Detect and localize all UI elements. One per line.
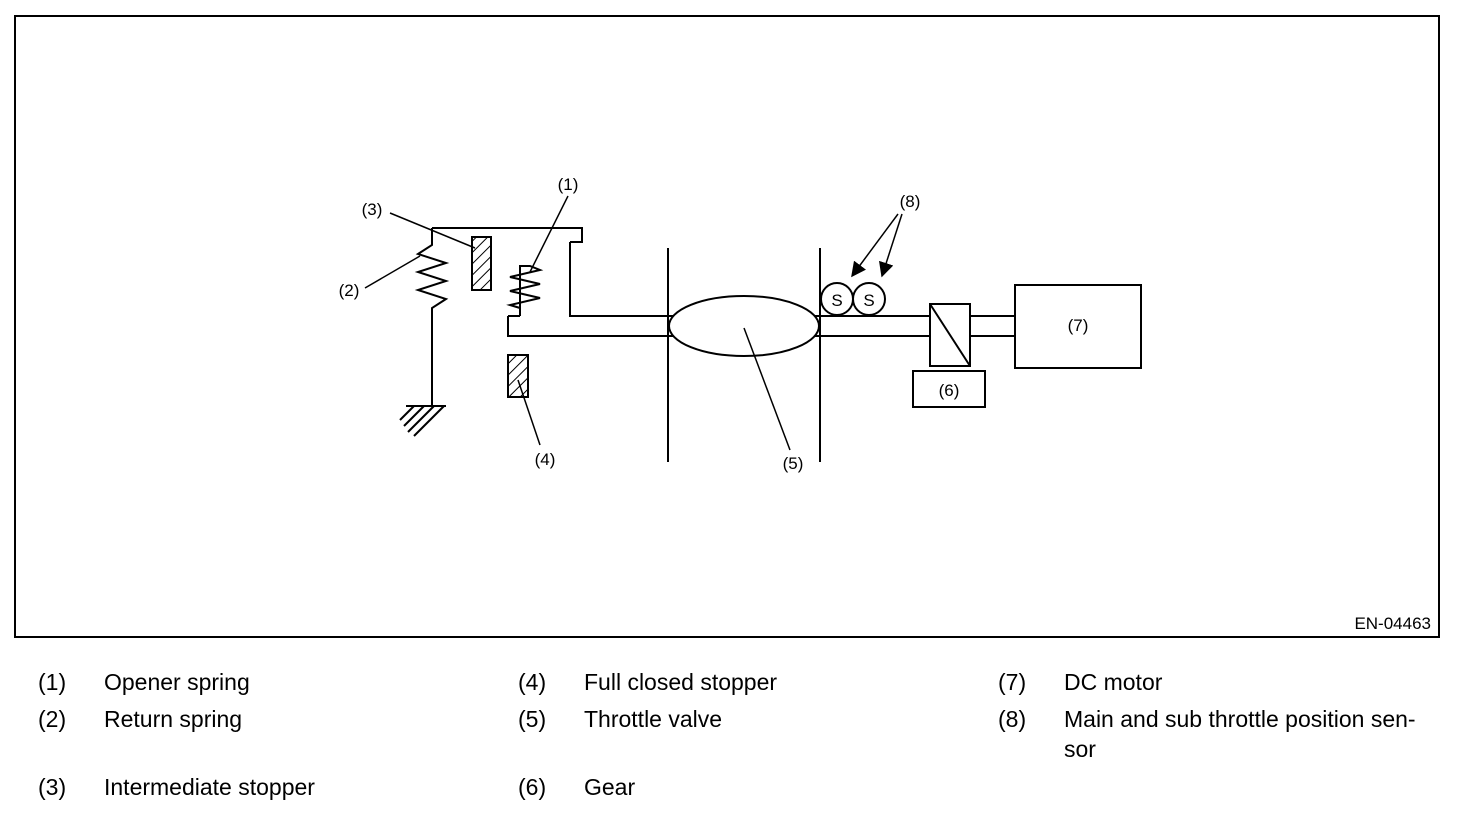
intermediate-stopper (471, 236, 492, 291)
legend-number: (6) (518, 774, 547, 800)
opener-spring (506, 265, 544, 316)
figure-id: EN-04463 (1354, 614, 1431, 633)
legend-number: (8) (998, 706, 1027, 732)
gear-box (912, 370, 986, 408)
callout-6: (6) (939, 381, 960, 400)
legend-text: Throttle valve (584, 706, 723, 732)
leader-line-1 (529, 195, 569, 273)
callout-5: (5) (783, 454, 804, 473)
return-spring (414, 228, 450, 406)
leader-arrow-8a (851, 213, 899, 278)
leader-line-5 (743, 327, 791, 451)
throttle-valve (668, 295, 820, 357)
legend-text: Main and sub throttle position sen- sor (1064, 706, 1416, 762)
legend-text: Full closed stopper (584, 669, 778, 695)
sub-sensor-circle (852, 282, 886, 316)
main-sensor-symbol: S (831, 291, 842, 310)
legend-number: (7) (998, 669, 1027, 695)
legend-number: (1) (38, 669, 67, 695)
diagram-frame (14, 15, 1440, 638)
callout-3: (3) (362, 200, 383, 219)
legend-text: Opener spring (104, 669, 250, 695)
legend-text: Intermediate stopper (104, 774, 315, 800)
callout-8: (8) (900, 192, 921, 211)
callout-1: (1) (558, 175, 579, 194)
throttle-shaft (507, 242, 1015, 337)
leader-line-3 (389, 212, 476, 249)
dc-motor-box (1014, 284, 1142, 369)
sub-sensor-symbol: S (863, 291, 874, 310)
callout-4: (4) (535, 450, 556, 469)
lever-bar (432, 227, 583, 243)
legend-number: (5) (518, 706, 547, 732)
legend-number: (2) (38, 706, 67, 732)
legend-text: Gear (584, 774, 636, 800)
legend-number: (4) (518, 669, 547, 695)
full-closed-stopper (507, 354, 529, 398)
legend-text: DC motor (1064, 669, 1163, 695)
legend-text: Return spring (104, 706, 243, 732)
callout-7: (7) (1068, 316, 1089, 335)
ground-symbol (399, 405, 446, 437)
legend-number: (3) (38, 774, 67, 800)
leader-line-4 (517, 379, 541, 446)
leader-arrow-8b (879, 213, 903, 278)
callout-2: (2) (339, 281, 360, 300)
leader-line-2 (364, 255, 421, 289)
